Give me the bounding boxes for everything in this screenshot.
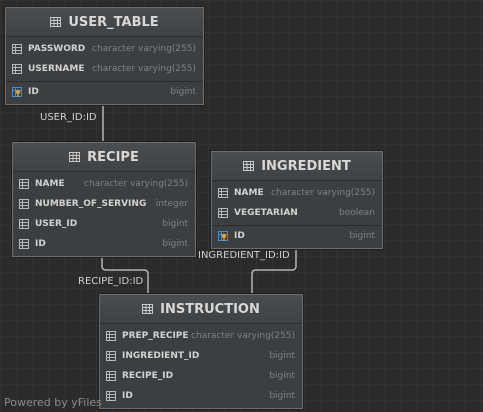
table-icon	[142, 304, 154, 314]
table-recipe[interactable]: RECIPE NAME character varying(255) NUMBE…	[12, 142, 196, 257]
relation-label-ingredient-id: INGREDIENT_ID:ID	[198, 250, 290, 261]
column-name: PASSWORD	[28, 44, 86, 54]
table-user-table[interactable]: USER_TABLE PASSWORD character varying(25…	[5, 7, 204, 105]
column-icon	[218, 208, 228, 218]
relation-label-recipe-id: RECIPE_ID:ID	[78, 276, 144, 287]
column-row-number-of-serving[interactable]: NUMBER_OF_SERVING integer	[13, 194, 195, 214]
column-name: ID	[28, 87, 39, 97]
column-type: bigint	[162, 219, 188, 229]
table-header[interactable]: RECIPE	[13, 143, 195, 172]
column-icon	[19, 199, 29, 209]
table-instruction[interactable]: INSTRUCTION PREP_RECIPE character varyin…	[99, 294, 303, 409]
column-row-id[interactable]: ID bigint	[6, 81, 203, 102]
column-row-id[interactable]: ID bigint	[212, 225, 382, 246]
column-row-vegetarian[interactable]: VEGETARIAN boolean	[212, 203, 382, 223]
column-type: character varying(255)	[92, 44, 196, 54]
column-icon	[19, 219, 29, 229]
column-icon	[12, 44, 22, 54]
column-name: NAME	[35, 179, 65, 189]
column-name: VEGETARIAN	[234, 208, 298, 218]
column-row-user-id[interactable]: USER_ID bigint	[13, 214, 195, 234]
column-name: ID	[35, 239, 46, 249]
column-name: RECIPE_ID	[122, 371, 174, 381]
column-type: bigint	[349, 231, 375, 241]
table-icon	[69, 152, 81, 162]
column-row-id[interactable]: ID bigint	[100, 386, 302, 406]
column-name: NUMBER_OF_SERVING	[35, 199, 147, 209]
column-name: INGREDIENT_ID	[122, 351, 200, 361]
primary-key-icon	[12, 87, 22, 97]
column-name: NAME	[234, 188, 264, 198]
column-type: character varying(255)	[191, 331, 295, 341]
relation-label-user-id: USER_ID:ID	[40, 112, 97, 123]
table-icon	[243, 161, 255, 171]
column-icon	[19, 239, 29, 249]
column-type: bigint	[269, 391, 295, 401]
column-icon	[106, 391, 116, 401]
column-type: bigint	[269, 371, 295, 381]
table-title: RECIPE	[87, 149, 139, 165]
column-row-password[interactable]: PASSWORD character varying(255)	[6, 39, 203, 59]
column-row-id[interactable]: ID bigint	[13, 234, 195, 254]
column-name: PREP_RECIPE	[122, 331, 189, 341]
column-icon	[106, 371, 116, 381]
column-icon	[106, 351, 116, 361]
column-name: USER_ID	[35, 219, 78, 229]
yfiles-watermark: Powered by yFiles	[4, 396, 102, 409]
column-type: character varying(255)	[271, 188, 375, 198]
column-type: boolean	[339, 208, 375, 218]
table-ingredient[interactable]: INGREDIENT NAME character varying(255) V…	[211, 151, 383, 249]
table-header[interactable]: INSTRUCTION	[100, 295, 302, 324]
column-icon	[19, 179, 29, 189]
column-type: character varying(255)	[92, 64, 196, 74]
edge-instruction-to-ingredient	[251, 234, 301, 295]
column-type: character varying(255)	[84, 179, 188, 189]
column-type: bigint	[162, 239, 188, 249]
column-icon	[218, 188, 228, 198]
column-type: bigint	[170, 87, 196, 97]
column-row-ingredient-id[interactable]: INGREDIENT_ID bigint	[100, 346, 302, 366]
table-header[interactable]: USER_TABLE	[6, 8, 203, 37]
column-row-recipe-id[interactable]: RECIPE_ID bigint	[100, 366, 302, 386]
column-name: USERNAME	[28, 64, 85, 74]
column-type: bigint	[269, 351, 295, 361]
column-name: ID	[234, 231, 245, 241]
column-row-username[interactable]: USERNAME character varying(255)	[6, 59, 203, 79]
primary-key-icon	[218, 231, 228, 241]
table-title: USER_TABLE	[68, 14, 159, 30]
table-icon	[50, 17, 62, 27]
column-row-prep-recipe[interactable]: PREP_RECIPE character varying(255)	[100, 326, 302, 346]
column-icon	[106, 331, 116, 341]
column-name: ID	[122, 391, 133, 401]
column-row-name[interactable]: NAME character varying(255)	[13, 174, 195, 194]
table-title: INSTRUCTION	[160, 301, 260, 317]
table-header[interactable]: INGREDIENT	[212, 152, 382, 181]
table-title: INGREDIENT	[261, 158, 351, 174]
column-row-name[interactable]: NAME character varying(255)	[212, 183, 382, 203]
column-icon	[12, 64, 22, 74]
column-type: integer	[155, 199, 188, 209]
edge-instruction-to-recipe	[97, 244, 149, 295]
